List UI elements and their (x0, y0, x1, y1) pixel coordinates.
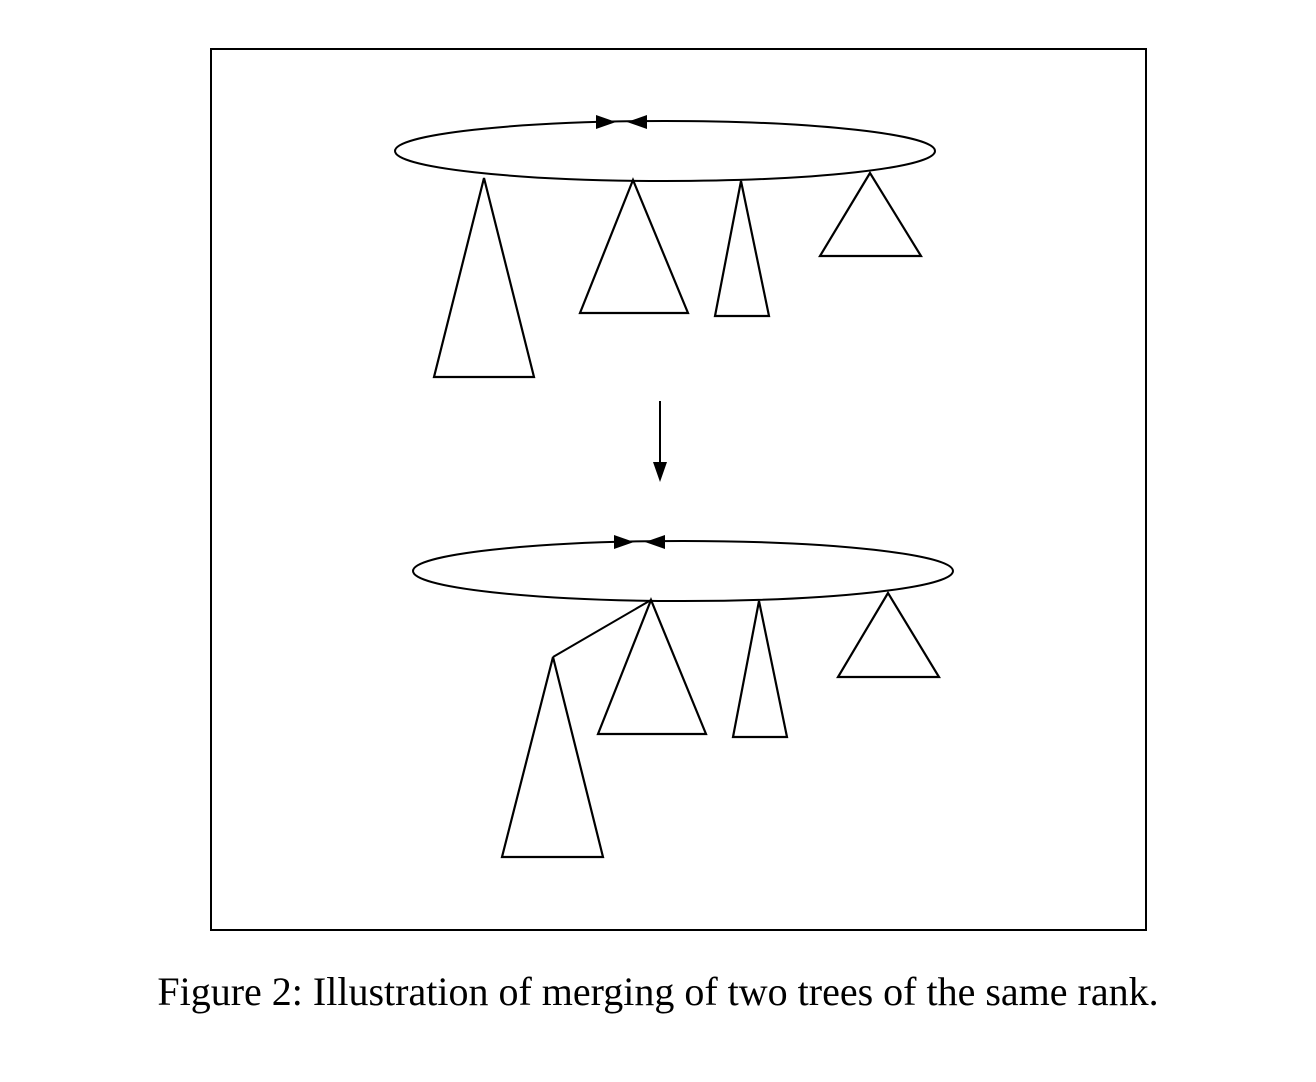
tree-4-after (836, 590, 941, 679)
tree-3-before (713, 180, 771, 318)
root-list-ellipse-before (394, 120, 936, 182)
arrowhead-left-before (627, 115, 647, 129)
merge-diagram (210, 48, 1147, 931)
tree-2-before (578, 177, 690, 315)
arrowhead-right-after (614, 535, 634, 549)
transition-arrow (653, 401, 667, 482)
before-state (394, 115, 936, 379)
root-list-ellipse-after (412, 540, 954, 602)
figure-caption: Figure 2: Illustration of merging of two… (157, 969, 1159, 1014)
tree-1-before (432, 177, 536, 379)
tree-3-after (731, 600, 789, 739)
arrowhead-left-after (645, 535, 665, 549)
arrowhead-right-before (596, 115, 616, 129)
tree-2-after (596, 597, 708, 736)
merge-link (552, 599, 652, 658)
after-state (412, 535, 954, 859)
merged-child-tree (500, 656, 605, 859)
tree-4-before (818, 170, 923, 258)
figure-frame (210, 48, 1147, 931)
